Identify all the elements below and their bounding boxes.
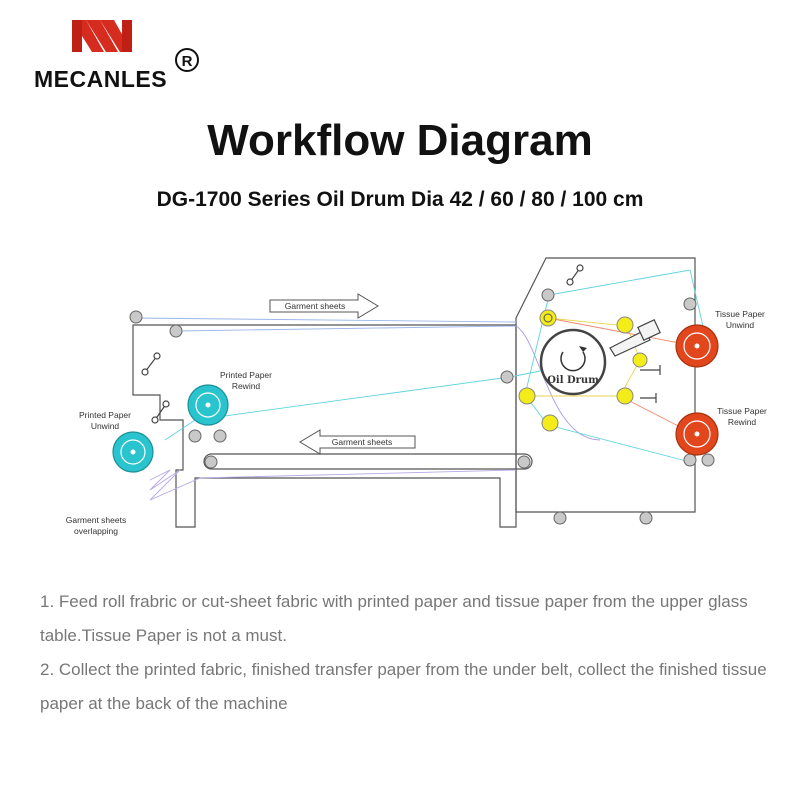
svg-text:overlapping: overlapping — [74, 526, 118, 536]
logo-m-mark-icon — [72, 20, 132, 52]
printed-paper-unwind-roll — [112, 431, 154, 473]
printed-paper-rewind-roll — [187, 384, 229, 426]
svg-text:Unwind: Unwind — [726, 320, 755, 330]
front-frame — [132, 324, 517, 528]
svg-text:Rewind: Rewind — [232, 381, 261, 391]
registered-mark-icon: R — [175, 48, 199, 72]
svg-text:Unwind: Unwind — [91, 421, 120, 431]
tissue-paper-rewind-roll — [675, 412, 719, 456]
page-subtitle: DG-1700 Series Oil Drum Dia 42 / 60 / 80… — [156, 188, 644, 211]
svg-text:Oil Drum: Oil Drum — [547, 375, 599, 386]
brand-name: MECANLES — [34, 66, 168, 92]
svg-text:Garment sheets: Garment sheets — [66, 515, 126, 525]
svg-text:Rewind: Rewind — [728, 417, 757, 427]
svg-text:Tissue Paper: Tissue Paper — [717, 406, 767, 416]
tissue-paper-unwind-roll — [675, 324, 719, 368]
press-arm-icon — [609, 319, 661, 403]
tension-link-icons — [141, 264, 584, 424]
page-title: Workflow Diagram — [207, 116, 593, 165]
mecanles-logo: R — [72, 20, 199, 72]
garment-arrow-right: Garment sheets — [269, 293, 379, 319]
garment-arrow-left: Garment sheets — [299, 429, 416, 455]
svg-text:Printed Paper: Printed Paper — [220, 370, 272, 380]
svg-text:Tissue Paper: Tissue Paper — [715, 309, 765, 319]
workflow-diagram: Garment sheets Garment sheets Printed Pa… — [66, 257, 767, 536]
step-1-text: 1. Feed roll frabric or cut-sheet fabric… — [40, 592, 748, 645]
svg-text:Printed Paper: Printed Paper — [79, 410, 131, 420]
machine-body — [515, 257, 696, 513]
oil-drum: Oil Drum — [539, 328, 607, 396]
conveyor-belt — [203, 453, 533, 470]
svg-text:Garment sheets: Garment sheets — [285, 301, 345, 311]
svg-text:R: R — [182, 53, 193, 70]
svg-text:Garment sheets: Garment sheets — [332, 437, 392, 447]
step-2-text: 2. Collect the printed fabric, finished … — [40, 660, 767, 713]
